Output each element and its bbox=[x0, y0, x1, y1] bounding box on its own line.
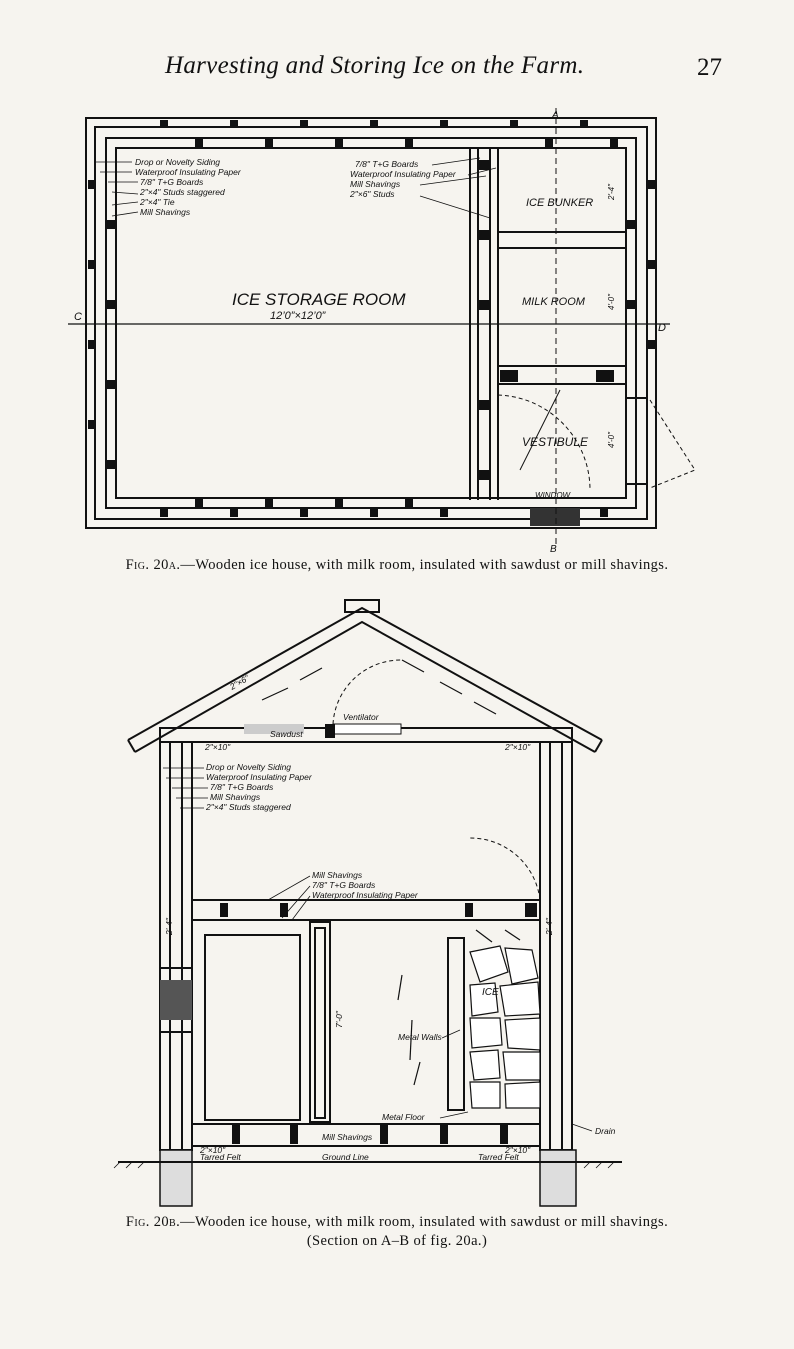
plan-right-label: 7/8" T+G Boards bbox=[355, 159, 419, 169]
tarred-felt-right: Tarred Felt bbox=[478, 1152, 519, 1162]
running-head: Harvesting and Storing Ice on the Farm. … bbox=[0, 52, 794, 92]
room-title: ICE STORAGE ROOM bbox=[232, 290, 406, 309]
window-label: WINDOW bbox=[535, 491, 572, 500]
wall-dim-right: 2'-4" bbox=[544, 917, 554, 936]
figure-20a-plan: C D A B ICE STORAGE ROOM 12’0”×12’0” ICE… bbox=[68, 108, 696, 555]
section-mark-d: D bbox=[658, 322, 666, 334]
sill-left-label: 2"×10" bbox=[199, 1145, 226, 1155]
wall-dim-left: 2'-4" bbox=[164, 917, 174, 936]
ceiling-label: Waterproof Insulating Paper bbox=[312, 890, 419, 900]
rafter-label: 2"×6" bbox=[227, 672, 251, 692]
page-number: 27 bbox=[697, 54, 722, 81]
dim-vestibule: 4'-0" bbox=[607, 431, 616, 448]
floor-label: Mill Shavings bbox=[322, 1132, 373, 1142]
wall-label: 2"×4" Studs staggered bbox=[205, 802, 291, 812]
plan-right-label: Mill Shavings bbox=[350, 179, 401, 189]
figure-20b-caption-line2: (Section on A–B of fig. 20a.) bbox=[306, 1233, 488, 1249]
joist-right-label: 2"×10" bbox=[504, 742, 531, 752]
height-label: 7'-0" bbox=[334, 1010, 344, 1028]
wall-label: Waterproof Insulating Paper bbox=[206, 772, 313, 782]
figure-20a-caption-text: —Wooden ice house, with milk room, insul… bbox=[180, 557, 669, 573]
figure-20b-caption: Fig. 20b.—Wooden ice house, with milk ro… bbox=[0, 1214, 794, 1231]
dim-bunker: 2'-4" bbox=[607, 183, 616, 201]
figure-20a-number: Fig. 20a. bbox=[125, 557, 181, 573]
section-mark-a: A bbox=[551, 110, 559, 121]
plan-left-label: 2"×4" Tie bbox=[139, 197, 175, 207]
plan-right-label: Waterproof Insulating Paper bbox=[350, 169, 457, 179]
joist-left-label: 2"×10" bbox=[204, 742, 231, 752]
plan-left-label: Waterproof Insulating Paper bbox=[135, 167, 242, 177]
ventilator-label: Ventilator bbox=[343, 712, 380, 722]
ceiling-label: 7/8" T+G Boards bbox=[312, 880, 376, 890]
tarred-felt-left: Tarred Felt bbox=[200, 1152, 241, 1162]
ceiling-label: Mill Shavings bbox=[312, 870, 363, 880]
section-mark-b: B bbox=[550, 544, 557, 555]
figure-20b-caption-text: —Wooden ice house, with milk room, insul… bbox=[180, 1214, 669, 1230]
bunker-label: ICE BUNKER bbox=[526, 197, 593, 209]
sill-right-label: 2"×10" bbox=[504, 1145, 531, 1155]
figure-20b-number: Fig. 20b. bbox=[125, 1214, 181, 1230]
plan-left-label: 2"×4" Studs staggered bbox=[139, 187, 225, 197]
metal-floor-label: Metal Floor bbox=[382, 1112, 426, 1122]
ice-label: ICE bbox=[482, 987, 499, 998]
dim-milk: 4'-0" bbox=[607, 293, 616, 310]
plan-left-label: 7/8" T+G Boards bbox=[140, 177, 204, 187]
drain-label: Drain bbox=[595, 1126, 616, 1136]
wall-label: Mill Shavings bbox=[210, 792, 261, 802]
sawdust-label: Sawdust bbox=[270, 729, 303, 739]
section-mark-c: C bbox=[74, 311, 82, 323]
plan-left-label: Drop or Novelty Siding bbox=[135, 157, 220, 167]
ground-line-label: Ground Line bbox=[322, 1152, 369, 1162]
figure-20a-caption: Fig. 20a.—Wooden ice house, with milk ro… bbox=[0, 557, 794, 574]
plan-right-label: 2"×6" Studs bbox=[349, 189, 395, 199]
metal-walls-label: Metal Walls bbox=[398, 1032, 443, 1042]
wall-label: 7/8" T+G Boards bbox=[210, 782, 274, 792]
plan-left-label: Mill Shavings bbox=[140, 207, 191, 217]
wall-label: Drop or Novelty Siding bbox=[206, 762, 291, 772]
running-title: Harvesting and Storing Ice on the Farm. bbox=[165, 52, 585, 79]
milk-room-label: MILK ROOM bbox=[522, 296, 586, 308]
room-size: 12’0”×12’0” bbox=[270, 310, 327, 322]
vestibule-label: VESTIBULE bbox=[522, 435, 589, 449]
